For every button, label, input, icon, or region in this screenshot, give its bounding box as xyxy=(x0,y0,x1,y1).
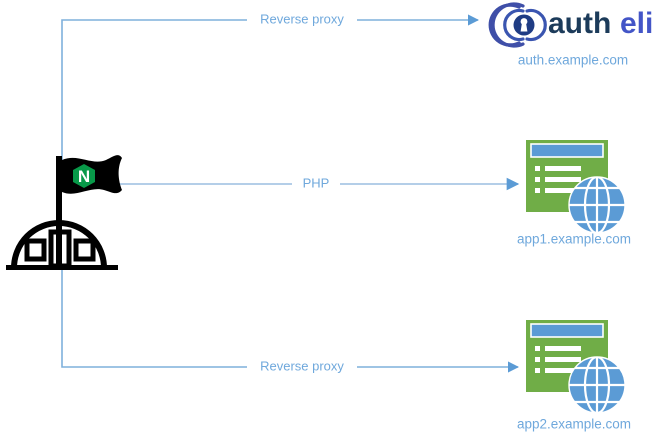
node-caption-app2: app2.example.com xyxy=(517,417,631,432)
node-caption-app1: app1.example.com xyxy=(517,232,631,247)
edge-proxy-to-authelia: Reverse proxy xyxy=(61,11,480,185)
app-globe xyxy=(568,176,626,234)
edge-proxy-to-app1: PHP xyxy=(116,175,520,190)
nginx-badge-letter: N xyxy=(78,167,90,186)
edge-line-segment xyxy=(61,268,247,368)
node-app1[interactable]: app1.example.com xyxy=(517,140,631,247)
node-nginx-proxy[interactable]: N xyxy=(6,155,122,270)
edge-proxy-to-app2: Reverse proxy xyxy=(61,268,520,373)
node-caption-authelia: auth.example.com xyxy=(518,53,628,68)
app-window-titlebar xyxy=(530,323,604,338)
nginx-logo-icon: N xyxy=(6,155,122,270)
app-window-titlebar xyxy=(530,143,604,158)
edge-label-reverse-proxy-bottom: Reverse proxy xyxy=(260,358,344,373)
nginx-door xyxy=(48,229,72,269)
edge-label-php: PHP xyxy=(303,175,330,190)
node-app2[interactable]: app2.example.com xyxy=(517,320,631,432)
web-app-globe-icon-app1 xyxy=(526,140,626,234)
web-app-globe-icon-app2 xyxy=(526,320,626,414)
nginx-dome xyxy=(11,220,107,269)
nginx-window-right xyxy=(73,238,96,262)
authelia-logo-icon xyxy=(488,2,547,48)
edge-line-segment xyxy=(61,19,247,185)
nginx-hex-badge xyxy=(73,164,95,188)
nginx-window-left xyxy=(24,238,47,262)
app-globe xyxy=(568,356,626,414)
edge-label-reverse-proxy-top: Reverse proxy xyxy=(260,11,344,26)
authelia-wordmark-primary: auth xyxy=(548,7,611,40)
